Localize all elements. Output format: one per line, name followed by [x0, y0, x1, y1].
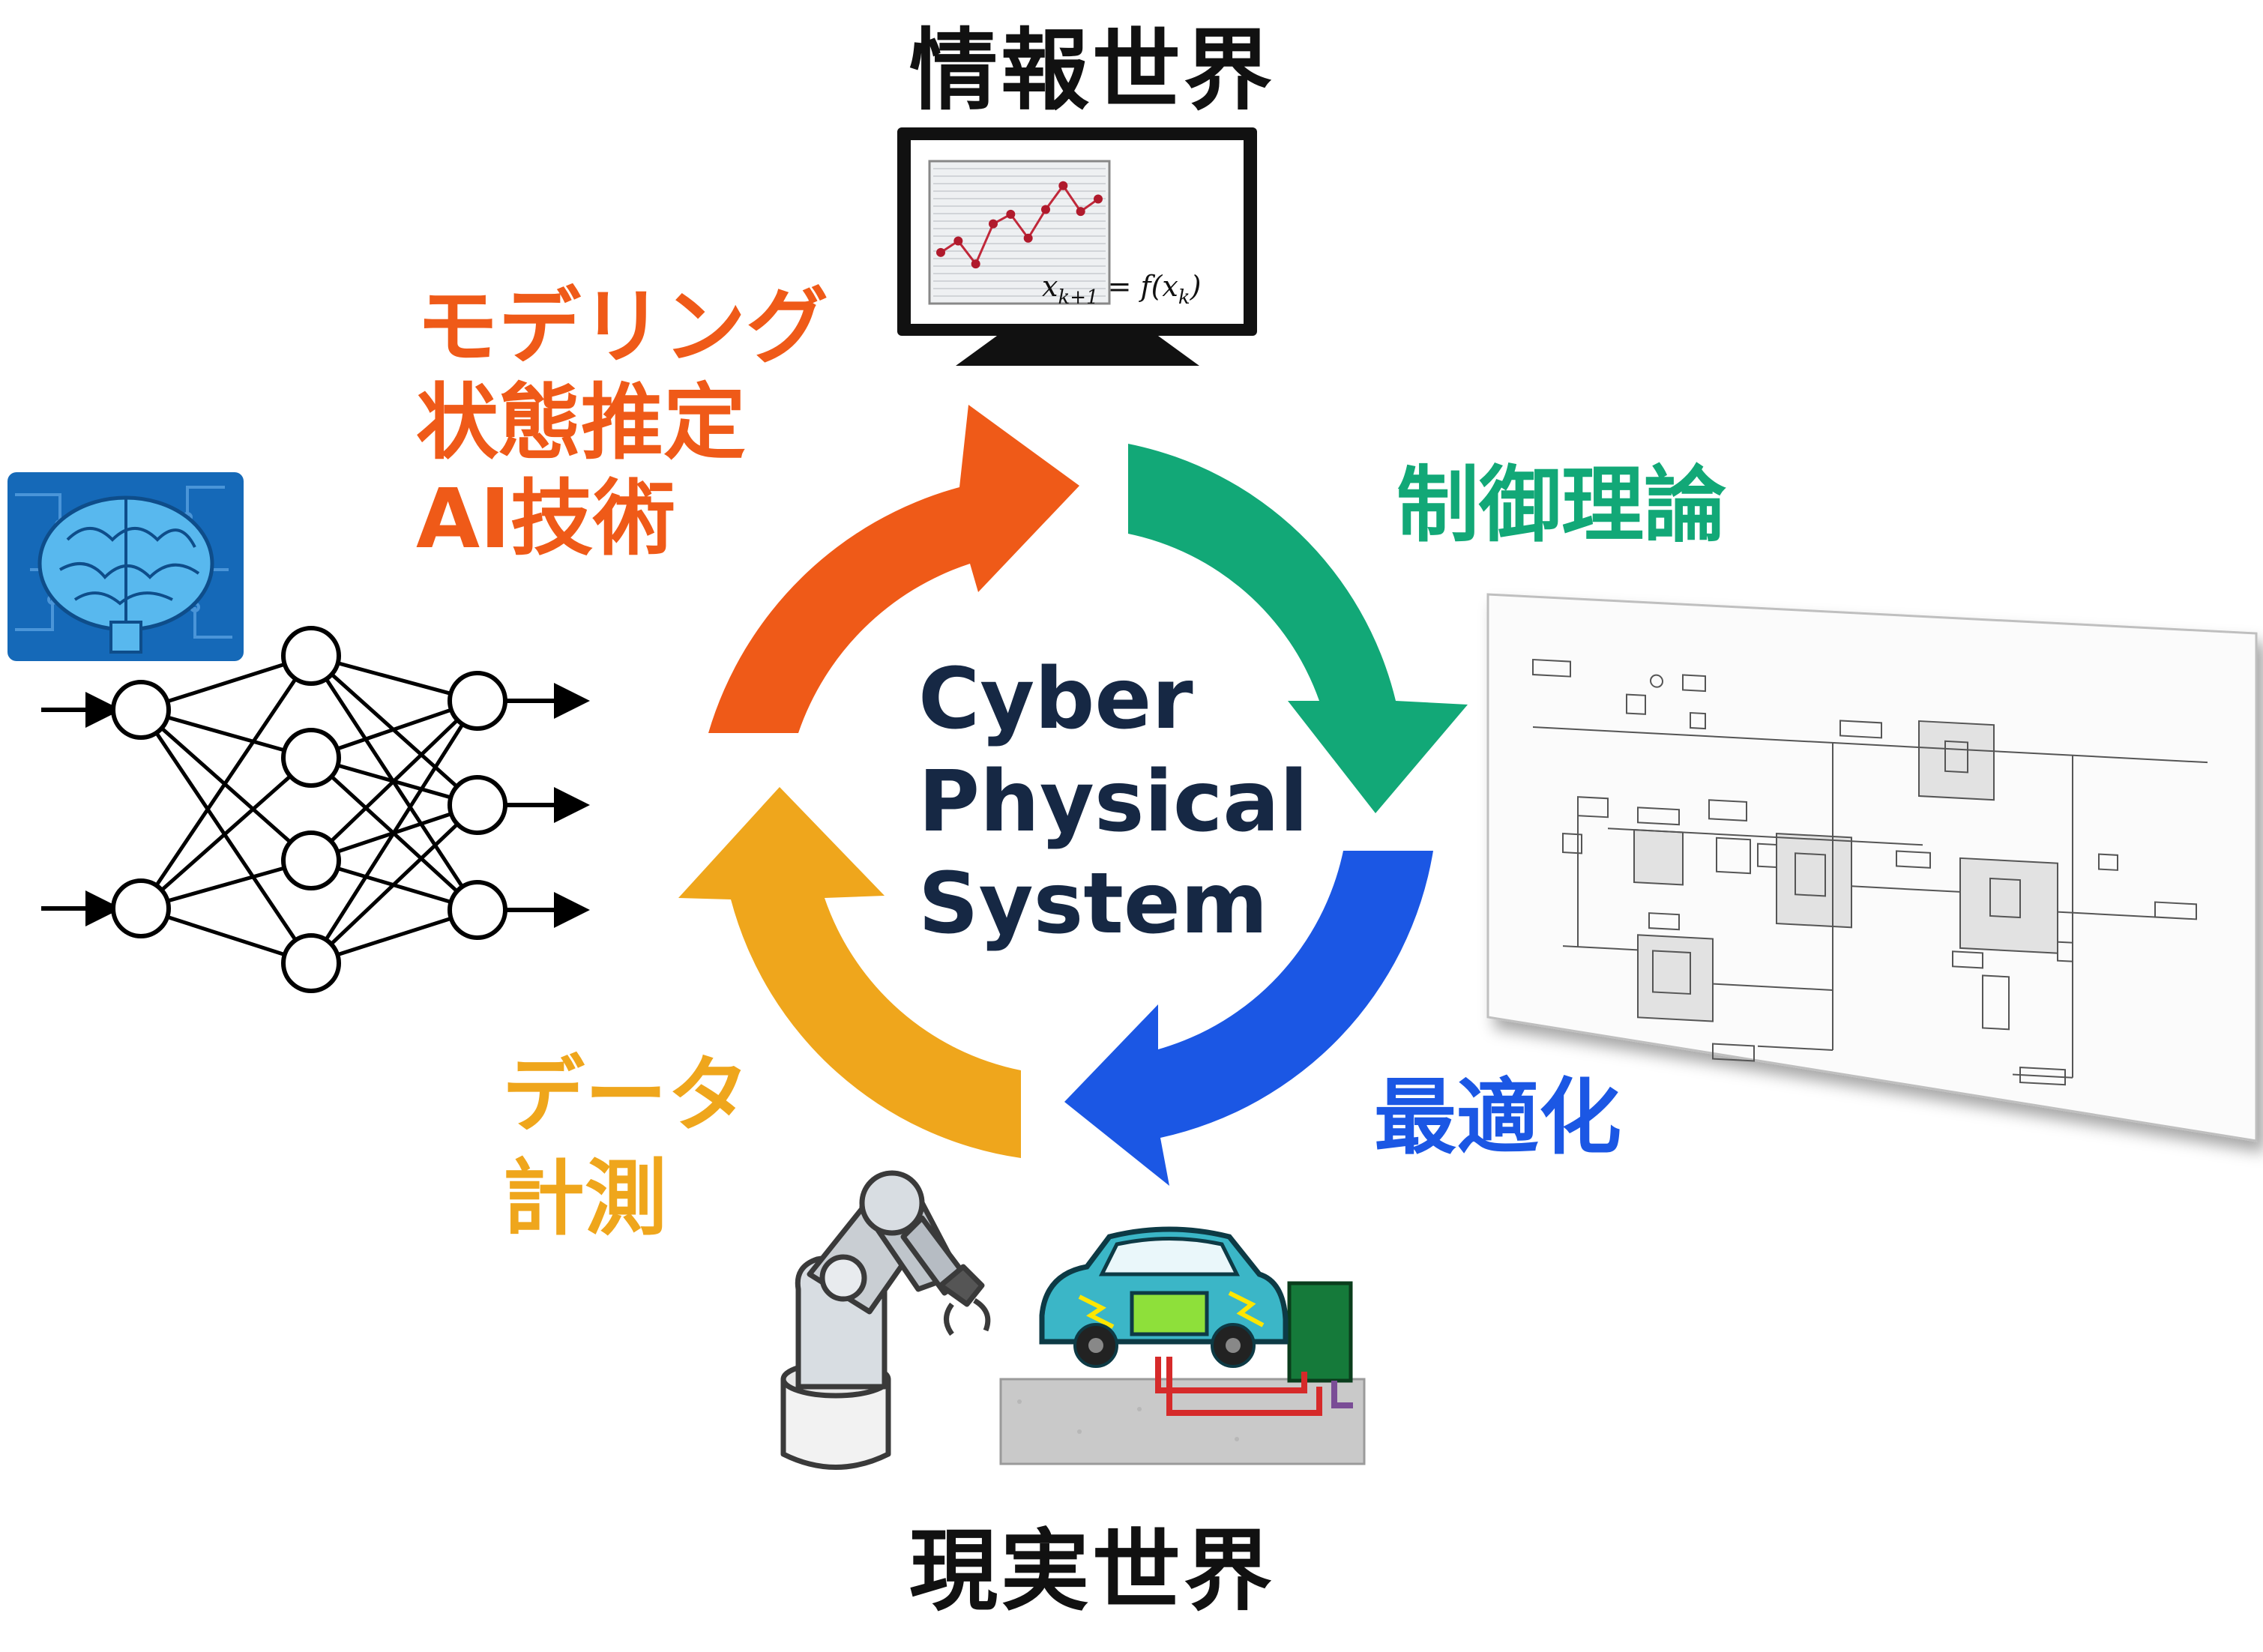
nn-input-node [111, 878, 171, 938]
nn-hidden-node [281, 728, 341, 788]
plot-point [1023, 233, 1033, 243]
real-world-label: 現実世界 [909, 1519, 1276, 1623]
plot-point [971, 259, 980, 269]
plot-point [1041, 205, 1050, 214]
modeling-label: モデリング [416, 279, 828, 375]
yellow-arrow [678, 787, 1021, 1158]
optimization-label: 最適化 [1374, 1070, 1621, 1166]
monitor-formula: xk+1 = f(xk) [1042, 270, 1201, 309]
nn-hidden-node [281, 830, 341, 890]
nn-input-node [111, 680, 171, 740]
plot-point [1076, 207, 1085, 217]
nn-output-node [448, 671, 507, 731]
plot-point [1094, 194, 1103, 204]
green-arrow [1128, 444, 1468, 813]
nn-hidden-node [281, 626, 341, 686]
cps-line-system: System [918, 855, 1268, 953]
nn-output-node [448, 880, 507, 940]
data-label: データ [502, 1047, 750, 1143]
cps-center-title: Cyber Physical System [918, 648, 1308, 956]
plot-point [936, 247, 945, 257]
information-world-label: 情報世界 [909, 19, 1276, 122]
measurement-label: 計測 [502, 1151, 667, 1246]
cps-line-cyber: Cyber [918, 651, 1193, 748]
blue-arrow [1064, 851, 1433, 1186]
plot-point [1058, 181, 1068, 190]
orange-arrow [708, 405, 1079, 733]
ai-technology-label: AI技術 [416, 471, 676, 567]
state-estimation-label: 状態推定 [416, 375, 746, 471]
control-theory-label: 制御理論 [1396, 457, 1726, 553]
plot-point [1006, 209, 1016, 219]
plot-point [953, 236, 963, 246]
plot-point [989, 219, 998, 229]
cps-line-physical: Physical [918, 753, 1309, 851]
nn-output-node [448, 775, 507, 835]
nn-hidden-node [281, 933, 341, 993]
